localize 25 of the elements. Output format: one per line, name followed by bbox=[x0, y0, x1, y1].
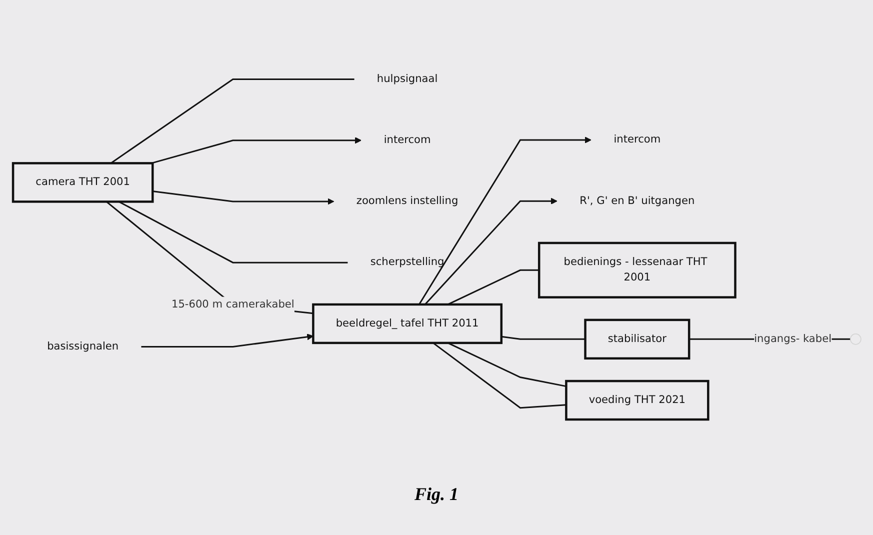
connector bbox=[105, 201, 313, 314]
node-box: stabilisator bbox=[584, 319, 690, 360]
node-box: beeldregel_ tafel THT 2011 bbox=[312, 304, 502, 344]
connector bbox=[500, 336, 585, 340]
arrow bbox=[424, 198, 557, 306]
node-text: intercom bbox=[383, 134, 430, 146]
arrow bbox=[418, 136, 591, 306]
node-text: hulpsignaal bbox=[376, 73, 438, 86]
node-text: intercom bbox=[613, 134, 660, 146]
node-text: basissignalen bbox=[46, 340, 118, 353]
connector bbox=[447, 270, 539, 306]
connector bbox=[110, 78, 354, 164]
node-text: scherpstelling bbox=[370, 256, 444, 268]
node-box: camera THT 2001 bbox=[11, 162, 154, 204]
edge-label: ingangs- kabel bbox=[754, 332, 832, 346]
edge-label: 15-600 m camerakabel bbox=[170, 298, 294, 311]
node-text: R', G' en B' uitgangen bbox=[579, 194, 694, 207]
connector bbox=[432, 342, 566, 409]
arrow bbox=[140, 334, 313, 348]
figure-caption: Fig. 1 bbox=[414, 484, 458, 505]
node-box: bedienings - lessenaar THT 2001 bbox=[537, 242, 736, 299]
connector bbox=[118, 201, 348, 264]
arrow bbox=[152, 190, 334, 206]
node-box: voeding THT 2021 bbox=[564, 380, 709, 421]
node-text: zoomlens instelling bbox=[356, 195, 458, 208]
